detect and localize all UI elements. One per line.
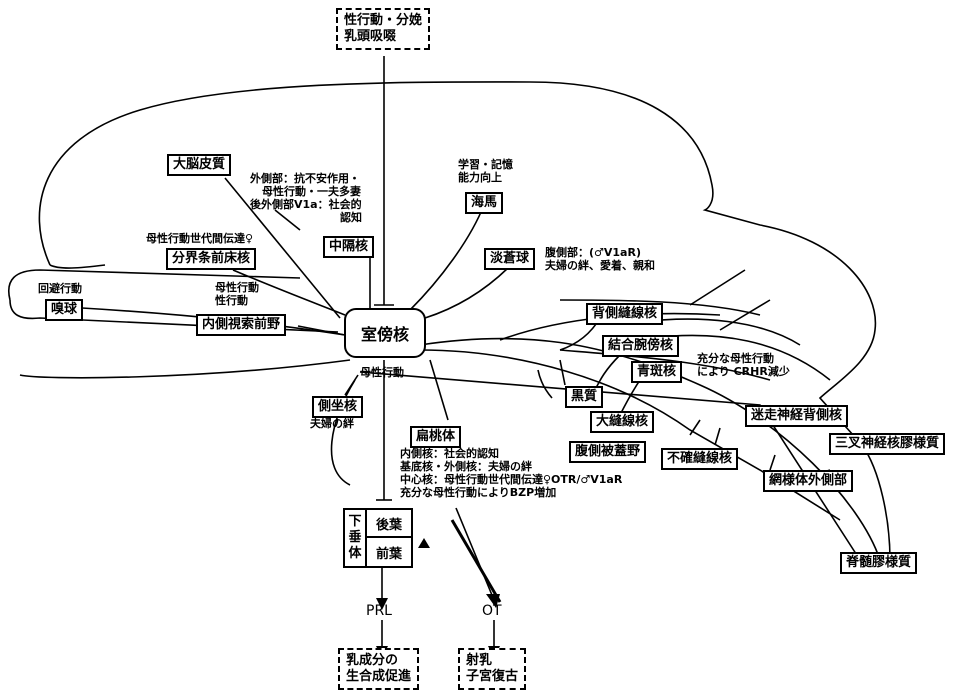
cortex-note-2: 母性行動・一夫多妻: [262, 185, 361, 198]
node-parabrachial: 結合腕傍核: [602, 335, 680, 357]
node-spinal-gelatinosa: 脊髄膠様質: [840, 552, 918, 574]
pallidum-note-1: 腹側部：(♂V1aR): [545, 246, 641, 259]
milk-box: 乳成分の 生合成促進: [338, 648, 420, 690]
pituitary-anterior: 前葉: [375, 546, 402, 562]
line-brainstem: [419, 337, 881, 561]
accumbens-note: 夫婦の絆: [310, 417, 354, 430]
line-mpoa: [297, 325, 346, 336]
lc-note: 充分な母性行動 により CRHR減少: [697, 352, 790, 378]
milk-line-2: 生合成促進: [346, 669, 412, 684]
node-bnst: 分界条前床核: [166, 248, 257, 270]
node-olfactory: 嗅球: [45, 299, 84, 321]
input-box: 性行動・分娩 乳頭吸啜: [336, 8, 431, 50]
pituitary-label-1: 下: [348, 514, 362, 529]
input-line-2: 乳頭吸啜: [344, 29, 397, 44]
pituitary-label: 下 垂 体: [345, 510, 367, 566]
node-amygdala: 扁桃体: [410, 426, 462, 448]
line-amygdala: [429, 359, 449, 421]
bnst-note: 母性行動世代間伝達♀: [146, 232, 254, 245]
maternal-note: 母性行動: [360, 366, 404, 379]
cortex-note-3: 後外側部V1a：社会的: [250, 198, 362, 211]
prl-label: PRL: [366, 603, 392, 619]
line-accumbens: [344, 374, 359, 396]
pvn-core: 室傍核: [344, 308, 426, 358]
node-septum: 中隔核: [323, 236, 375, 258]
ot-label: OT: [482, 603, 502, 619]
cortex-contour: [49, 264, 106, 269]
hippo-note-1: 学習・記憶: [458, 158, 513, 171]
input-line-1: 性行動・分娩: [344, 13, 423, 28]
pituitary: 下 垂 体 後葉 前葉: [343, 508, 413, 568]
brain-outline: [38, 81, 891, 561]
line-hippo: [409, 204, 485, 311]
line-ot: [455, 507, 495, 601]
pallidum-note: 腹側部：(♂V1aR) 夫婦の絆、愛着、親和: [545, 246, 655, 272]
lc-note-2: により CRHR減少: [697, 365, 790, 378]
node-hippocampus: 海馬: [465, 192, 504, 214]
pallidum-note-2: 夫婦の絆、愛着、親和: [545, 259, 655, 272]
hippo-note-2: 能力向上: [458, 171, 502, 184]
cortex-note-1: 外側部：抗不安作用・: [250, 172, 360, 185]
cortex-note-4: 認知: [340, 211, 362, 224]
line-cortex: [224, 177, 341, 319]
ventral-outline: [8, 269, 351, 379]
node-substantia-nigra: 黒質: [565, 386, 604, 408]
cerebellum-folia: [499, 269, 831, 381]
node-cortex: 大脳皮質: [167, 154, 232, 176]
node-raphe-magnus: 大縫線核: [590, 411, 655, 433]
cortex-note: 外側部：抗不安作用・ 母性行動・一夫多妻 後外側部V1a：社会的 認知: [250, 172, 362, 224]
amygdala-note-1: 内側核：社会的認知: [400, 447, 499, 460]
eject-box: 射乳 子宮復古: [458, 648, 527, 690]
hippo-note: 学習・記憶 能力向上: [458, 158, 513, 184]
mpoa-note-1: 母性行動: [215, 281, 259, 294]
node-locus-coeruleus: 青斑核: [631, 361, 683, 383]
node-trigeminal: 三叉神経核膠様質: [829, 433, 946, 455]
node-accumbens: 側坐核: [312, 396, 364, 418]
node-mpoa: 内側視索前野: [196, 314, 287, 336]
avoid-note: 回避行動: [38, 282, 82, 295]
pituitary-label-2: 垂: [348, 530, 362, 545]
amygdala-note: 内側核：社会的認知 基底核・外側核：夫婦の絆 中心核：母性行動世代間伝達♀OTR…: [400, 447, 622, 499]
line-pallidum: [424, 267, 509, 319]
eject-line-1: 射乳: [466, 653, 493, 668]
lc-note-1: 充分な母性行動: [697, 352, 774, 365]
node-lateral-reticular: 網様体外側部: [763, 470, 854, 492]
amygdala-note-3: 中心核：母性行動世代間伝達♀OTR/♂V1aR: [400, 473, 623, 486]
pituitary-label-3: 体: [348, 546, 362, 561]
node-raphe-pallidus: 不確縫線核: [661, 448, 739, 470]
node-pallidum: 淡蒼球: [484, 248, 536, 270]
node-vta: 腹側被蓋野: [569, 441, 647, 463]
mpoa-note: 母性行動 性行動: [215, 281, 259, 307]
eject-line-2: 子宮復古: [466, 669, 519, 684]
amygdala-note-4: 充分な母性行動によりBZP増加: [400, 486, 557, 499]
arrow-ant: [418, 538, 430, 548]
arrow-prl: [376, 598, 388, 610]
line-bnst: [232, 269, 346, 316]
node-dorsal-raphe: 背側縫線核: [586, 303, 664, 325]
pituitary-posterior: 後葉: [367, 510, 411, 538]
amygdala-note-2: 基底核・外側核：夫婦の絆: [400, 460, 532, 473]
milk-line-1: 乳成分の: [346, 653, 399, 668]
node-vagus-dorsal: 迷走神経背側核: [745, 405, 849, 427]
mpoa-note-2: 性行動: [215, 294, 248, 307]
